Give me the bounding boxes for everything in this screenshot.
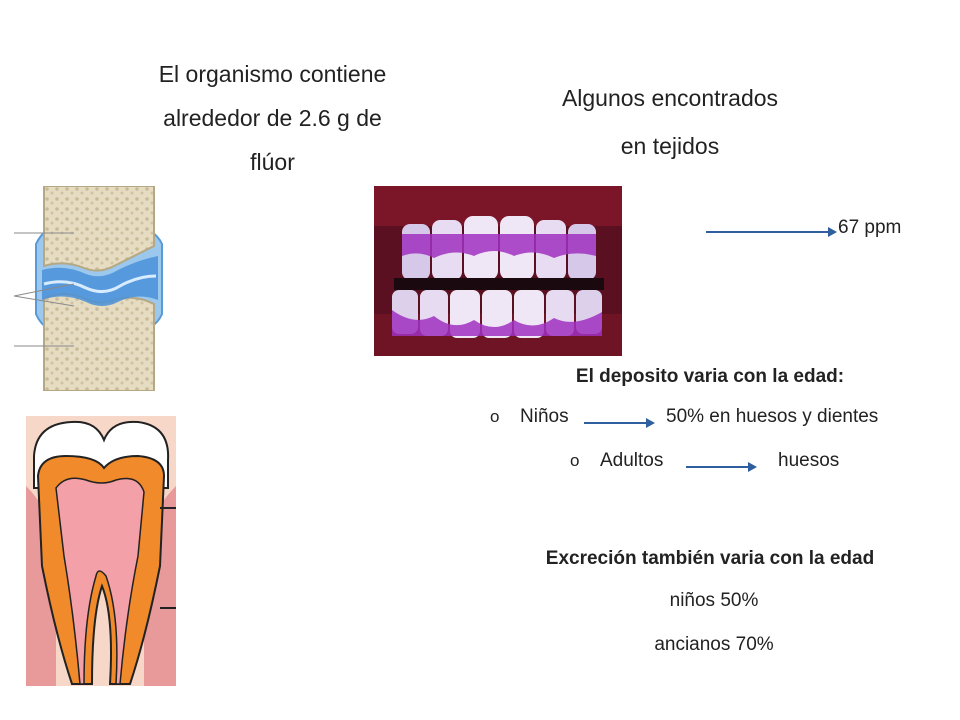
left-title-line-1: El organismo contiene (158, 61, 387, 87)
ppm-label: 67 ppm (838, 217, 902, 238)
tooth-cross-section-illustration (26, 416, 176, 686)
left-title-line-2: alrededor de 2.6 g de (163, 105, 382, 131)
right-title-line-1: Algunos encontrados (561, 85, 779, 111)
right-title: Algunos encontrados en tejidos (520, 74, 820, 170)
deposit-row-adultos-label: Adultos (600, 450, 664, 471)
deposit-bullet-1: o (490, 407, 500, 426)
teeth-plaque-photo (374, 186, 622, 356)
deposit-row-adultos-arrow-head (748, 462, 757, 472)
deposit-row-ninos-arrow-line (584, 422, 648, 424)
left-title-line-3: flúor (250, 149, 295, 175)
ppm-arrow-line (706, 231, 830, 233)
ppm-arrow-head (828, 227, 837, 237)
deposit-row-ninos-label: Niños (520, 406, 569, 427)
left-title: El organismo contiene alrededor de 2.6 g… (130, 52, 415, 184)
deposit-heading: El deposito varia con la edad: (575, 366, 845, 387)
knee-joint-illustration (14, 186, 176, 391)
excretion-line-children: niños 50% (669, 590, 759, 611)
deposit-bullet-2: o (570, 451, 580, 470)
excretion-line-elderly: ancianos 70% (654, 634, 774, 655)
right-title-line-2: en tejidos (620, 133, 720, 159)
deposit-row-adultos-arrow-line (686, 466, 750, 468)
deposit-row-ninos-arrow-head (646, 418, 655, 428)
deposit-row-adultos-value: huesos (778, 450, 840, 471)
deposit-row-ninos-value: 50% en huesos y dientes (666, 406, 879, 427)
excretion-heading: Excreción también varia con la edad (545, 548, 875, 569)
